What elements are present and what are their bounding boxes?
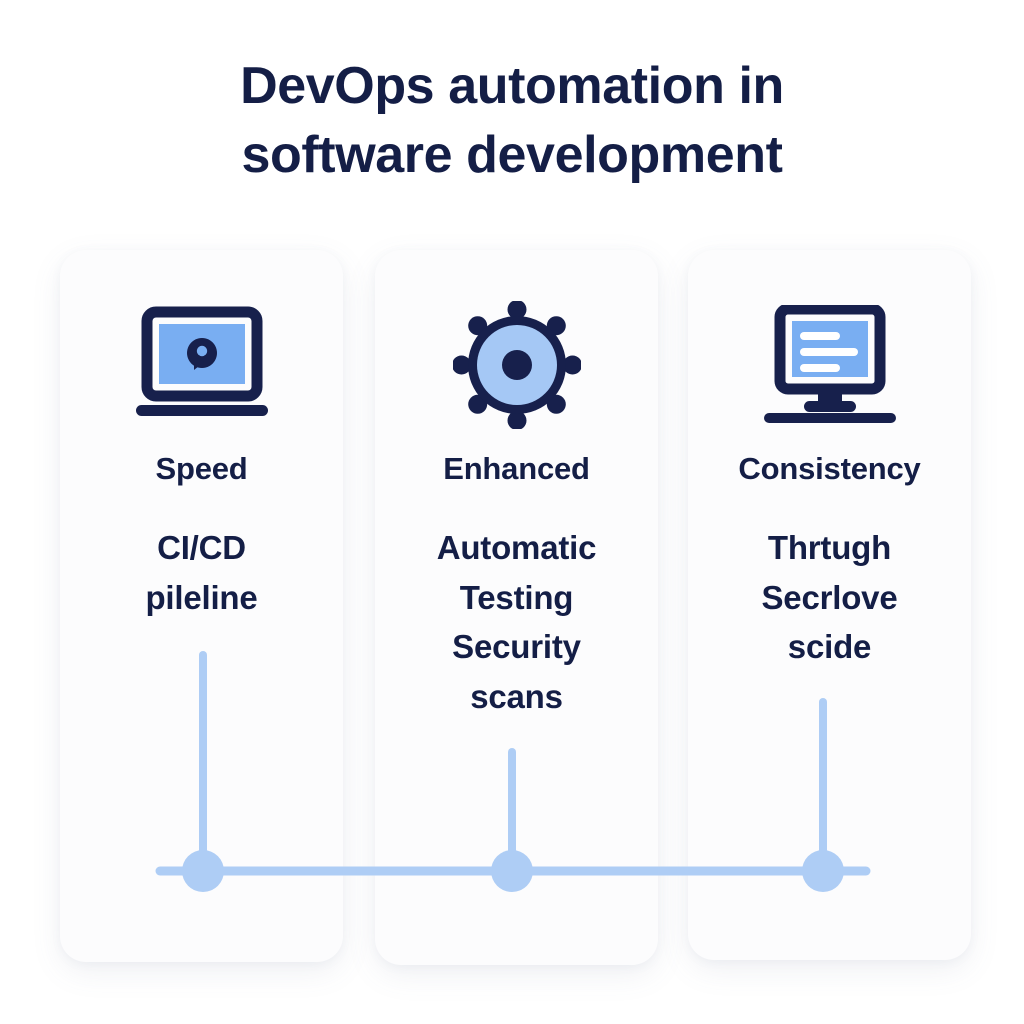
card-row: Speed CI/CD pileline — [60, 250, 971, 965]
card-speed-body: CI/CD pileline — [76, 523, 327, 622]
card-consistency-heading: Consistency — [738, 451, 921, 486]
card-enhanced[interactable]: Enhanced Automatic Testing Security scan… — [375, 250, 658, 965]
page-title-line-2: software development — [241, 125, 783, 184]
card-speed-body-line-1: CI/CD — [157, 529, 246, 567]
card-speed-text: Speed CI/CD pileline — [60, 450, 343, 622]
card-consistency-body: Thrtugh Secrlove scide — [704, 523, 955, 672]
card-enhanced-body-line-3: Security — [452, 628, 581, 666]
card-speed[interactable]: Speed CI/CD pileline — [60, 250, 343, 962]
card-enhanced-body: Automatic Testing Security scans — [391, 523, 642, 721]
card-enhanced-text: Enhanced Automatic Testing Security scan… — [375, 450, 658, 721]
card-consistency-body-line-2: Secrlove — [761, 578, 898, 616]
card-consistency-body-line-1: Thrtugh — [767, 529, 892, 567]
page-title-line-1: DevOps automation in — [240, 57, 784, 115]
monitor-icon — [688, 300, 971, 430]
gear-icon — [375, 300, 658, 430]
card-enhanced-body-line-1: Automatic — [436, 529, 597, 567]
card-consistency-text: Consistency Thrtugh Secrlove scide — [688, 450, 971, 672]
card-consistency-body-line-3: scide — [787, 628, 872, 666]
card-speed-body-line-2: pileline — [145, 578, 258, 616]
page-title: DevOps automation in software developmen… — [0, 52, 1024, 189]
card-enhanced-body-line-2: Testing — [459, 578, 574, 616]
card-enhanced-body-line-4: scans — [470, 677, 563, 715]
laptop-icon — [60, 300, 343, 430]
card-enhanced-heading: Enhanced — [443, 451, 590, 486]
card-consistency[interactable]: Consistency Thrtugh Secrlove scide — [688, 250, 971, 960]
card-speed-heading: Speed — [155, 451, 248, 486]
